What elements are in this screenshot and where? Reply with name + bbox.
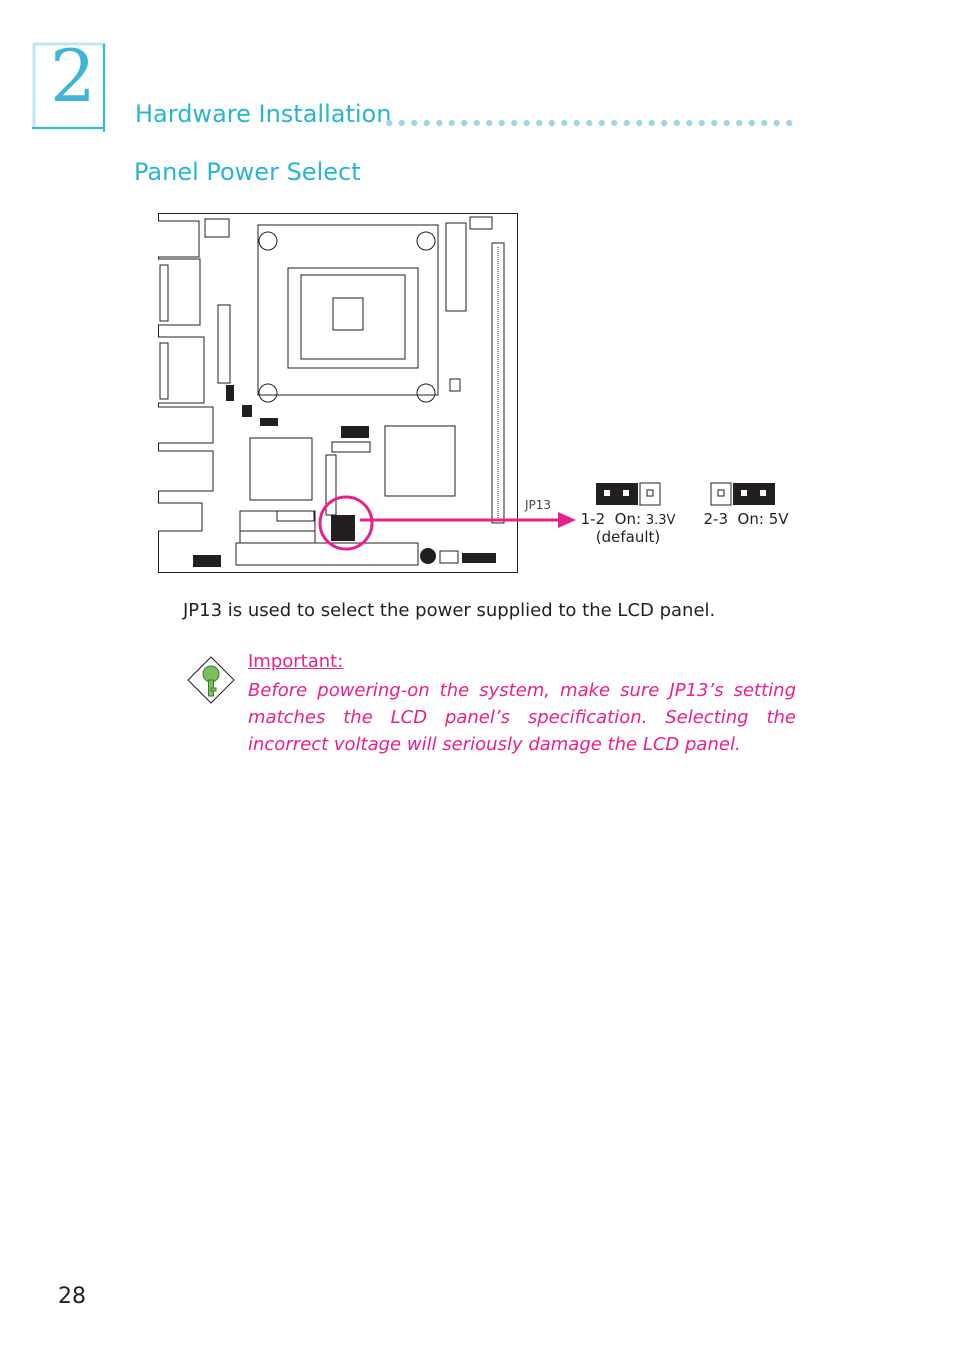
setting-1-2-state: On: — [614, 510, 642, 528]
chapter-title: Hardware Installation — [135, 100, 392, 128]
key-icon — [187, 656, 235, 704]
setting-1-2-caption: 1-2 On: 3.3V (default) — [580, 510, 676, 546]
setting-2-3-caption: 2-3 On: 5V — [700, 510, 792, 528]
setting-2-3-pins: 2-3 — [703, 510, 728, 528]
jumper-1-2-icon — [596, 482, 661, 506]
chapter-box — [32, 42, 106, 132]
important-text: Before powering-on the system, make sure… — [248, 680, 796, 755]
motherboard-diagram — [158, 213, 518, 573]
chapter-number: 2 — [50, 34, 96, 118]
setting-1-2-value: 3.3V — [645, 513, 676, 528]
setting-2-3-value: 5V — [768, 510, 789, 528]
section-title: Panel Power Select — [134, 158, 361, 186]
page-number: 28 — [58, 1284, 86, 1309]
setting-1-2-note: (default) — [595, 528, 661, 546]
arrow-to-jumper — [360, 512, 576, 528]
jumper-2-3-icon — [710, 482, 775, 506]
setting-2-3-state: On: — [737, 510, 764, 528]
body-paragraph: JP13 is used to select the power supplie… — [183, 600, 716, 621]
setting-1-2-pins: 1-2 — [580, 510, 606, 528]
title-dot-leader — [383, 118, 798, 128]
important-heading: Important: — [248, 651, 344, 672]
jp13-label: JP13 — [525, 498, 552, 512]
